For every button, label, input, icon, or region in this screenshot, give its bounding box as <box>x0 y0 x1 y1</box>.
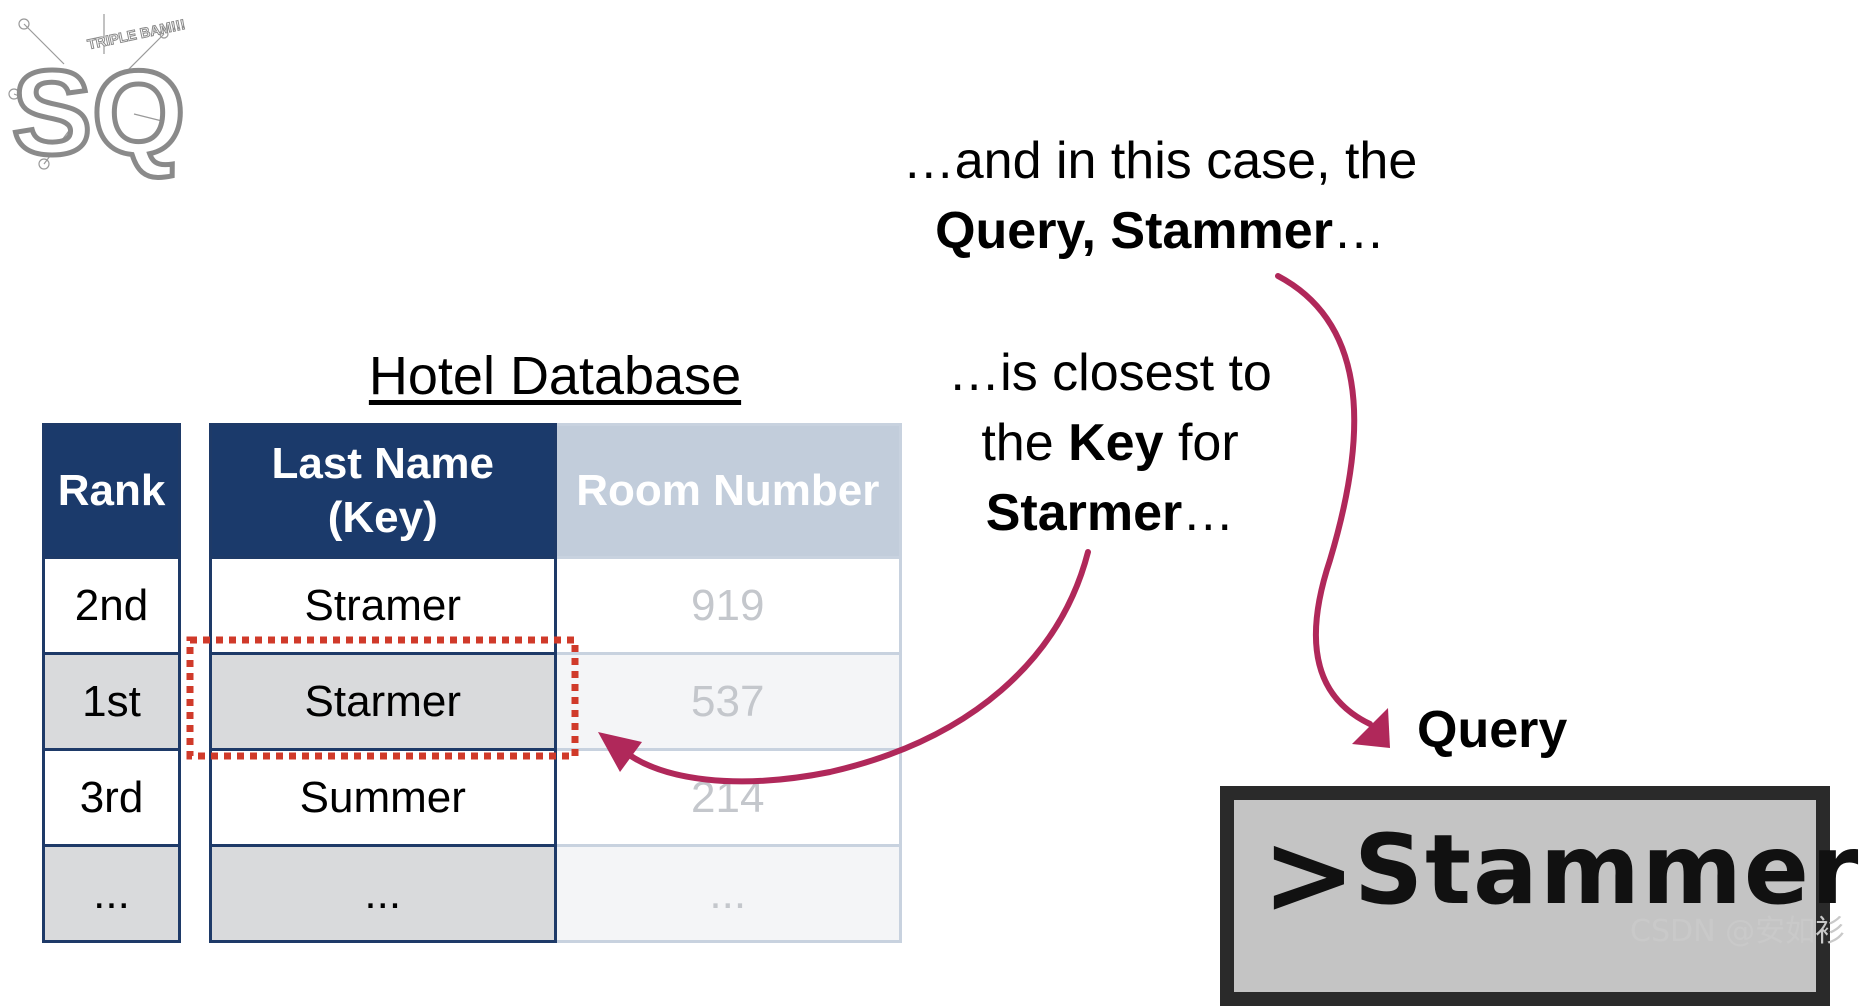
room-number-header: Room Number <box>553 423 902 559</box>
caption-top-suffix: … <box>1332 202 1385 260</box>
caption-top-bold: Query, Stammer <box>935 202 1333 260</box>
room-number-cell: 919 <box>553 556 902 655</box>
rank-cell: ... <box>42 844 181 943</box>
table-row: ... <box>42 844 181 943</box>
hotel-database-title: Hotel Database <box>368 346 742 406</box>
caption-mid-line3-bold: Starmer <box>985 484 1183 542</box>
table-row: Stramer 919 <box>209 556 902 655</box>
room-number-cell: 537 <box>553 652 902 751</box>
table-row: 3rd <box>42 748 181 847</box>
query-label: Query <box>1417 701 1568 759</box>
logo-letters: SQ <box>12 46 185 180</box>
table-row: Starmer 537 <box>209 652 902 751</box>
last-name-cell: Starmer <box>209 652 557 751</box>
query-box: > Stammer <box>1220 786 1858 1006</box>
last-name-cell: Summer <box>209 748 557 847</box>
caption-mid-line1: …is closest to <box>948 344 1272 402</box>
room-number-cell: ... <box>553 844 902 943</box>
watermark: CSDN @安如衫 <box>1630 914 1846 949</box>
table-row: ... ... <box>209 844 902 943</box>
sq-logo: SQ TRIPLE BAM!!! <box>8 14 188 183</box>
caption-mid-line2-bold: Key <box>1068 414 1164 472</box>
key-header-line2: (Key) <box>327 493 438 542</box>
table-row: Summer 214 <box>209 748 902 847</box>
caption-mid-line2-pre: the <box>981 414 1069 472</box>
rank-table: Rank 2nd 1st 3rd ... <box>42 423 181 943</box>
table-row: 2nd <box>42 556 181 655</box>
rank-cell: 3rd <box>42 748 181 847</box>
table-row: 1st <box>42 652 181 751</box>
rank-cell: 1st <box>42 652 181 751</box>
rank-header: Rank <box>42 423 181 559</box>
last-name-cell: Stramer <box>209 556 557 655</box>
rank-cell: 2nd <box>42 556 181 655</box>
caption-mid-line3-post: … <box>1182 484 1235 542</box>
hotel-database-table: Last Name (Key) Room Number Stramer 919 … <box>209 423 902 943</box>
room-number-cell: 214 <box>553 748 902 847</box>
arrowhead-query-icon <box>1352 708 1390 748</box>
caption-query-stammer: …and in this case, the Query, Stammer… <box>820 126 1500 266</box>
caption-mid-line2-post: for <box>1163 414 1239 472</box>
last-name-cell: ... <box>209 844 557 943</box>
query-text: Stammer <box>1354 814 1861 926</box>
caption-top-line1: …and in this case, the <box>902 132 1418 190</box>
last-name-key-header: Last Name (Key) <box>209 423 557 559</box>
key-header-line1: Last Name <box>271 439 495 488</box>
query-prompt-icon: > <box>1262 810 1356 940</box>
caption-closest-key: …is closest to the Key for Starmer… <box>880 338 1340 548</box>
